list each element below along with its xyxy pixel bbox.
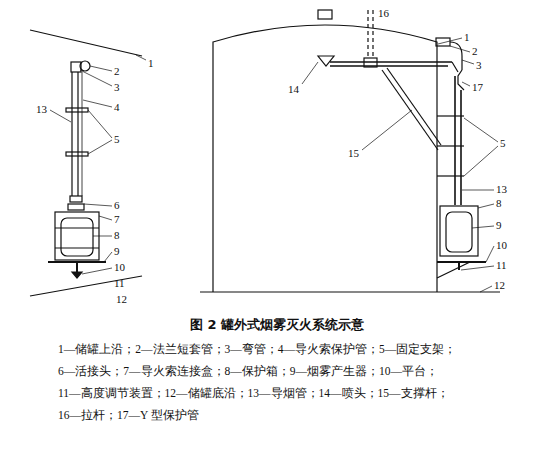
callout-number: 7 bbox=[114, 214, 120, 225]
callout-number: 16 bbox=[378, 8, 389, 19]
nozzle bbox=[318, 56, 334, 66]
callout-number: 3 bbox=[114, 82, 120, 93]
callout-number: 8 bbox=[114, 230, 120, 241]
support-rod bbox=[382, 70, 438, 150]
callout-number: 2 bbox=[114, 66, 120, 77]
callout-number: 14 bbox=[288, 84, 299, 95]
callout-number: 4 bbox=[114, 102, 120, 113]
storage-tank bbox=[213, 25, 437, 292]
pull-rod bbox=[372, 10, 373, 58]
leader-lines bbox=[302, 38, 498, 292]
legend-text: 1—储罐上沿；2—法兰短套管；3—弯管；4—导火索保护管；5—固定支架； bbox=[58, 344, 456, 356]
tank-bottom-edge bbox=[200, 291, 500, 292]
callout-number: 15 bbox=[348, 148, 359, 159]
smoke-generator bbox=[446, 212, 472, 252]
callout-number: 11 bbox=[496, 260, 507, 271]
flange-sleeve bbox=[436, 38, 450, 46]
y-protection-pipe bbox=[452, 62, 464, 90]
fixed-bracket bbox=[66, 108, 88, 112]
height-adjust bbox=[458, 262, 460, 270]
platform bbox=[437, 261, 486, 263]
callout-number: 12 bbox=[494, 280, 505, 291]
smoke-pipe bbox=[454, 76, 456, 205]
callout-number: 1 bbox=[148, 58, 154, 69]
callout-number: 11 bbox=[114, 278, 125, 289]
smoke-pipe bbox=[330, 65, 448, 67]
fixed-bracket bbox=[66, 152, 88, 156]
height-adjust bbox=[76, 262, 78, 272]
roof-fitting bbox=[318, 10, 332, 19]
pull-rod-clamp bbox=[364, 58, 377, 67]
callout-number: 9 bbox=[496, 220, 502, 231]
smoke-pipe bbox=[77, 72, 78, 196]
protective-box bbox=[55, 212, 99, 260]
height-adjust bbox=[72, 272, 82, 278]
legend-text: 16—拉杆；17—Y 型保护管 bbox=[58, 410, 199, 422]
elbow bbox=[71, 62, 81, 72]
callout-number: 5 bbox=[114, 134, 120, 145]
union-joint bbox=[70, 196, 82, 202]
protective-box bbox=[440, 206, 478, 256]
legend-text: 6—活接头；7—导火索连接盒；8—保护箱；9—烟雾产生器；10—平台； bbox=[58, 366, 438, 378]
callout-number: 10 bbox=[114, 262, 125, 273]
pull-rod bbox=[367, 10, 368, 58]
figure-caption: 图 2 罐外式烟雾灭火系统示意 bbox=[190, 318, 364, 331]
callout-number: 12 bbox=[116, 294, 127, 305]
box-band bbox=[55, 227, 99, 228]
callout-number: 5 bbox=[500, 138, 506, 149]
support-rod bbox=[387, 68, 441, 145]
fixed-bracket bbox=[437, 145, 464, 146]
callout-number: 1 bbox=[464, 32, 470, 43]
smoke-pipe bbox=[330, 61, 452, 63]
callout-number: 17 bbox=[472, 82, 483, 93]
callout-number: 2 bbox=[472, 46, 478, 57]
platform-brace bbox=[437, 262, 470, 278]
callout-number: 6 bbox=[114, 200, 120, 211]
tank-bottom-edge bbox=[30, 276, 142, 296]
callout-number: 9 bbox=[114, 246, 120, 257]
fixed-bracket bbox=[437, 115, 464, 116]
smoke-pipe bbox=[71, 72, 72, 196]
legend-text: 11—高度调节装置；12—储罐底沿；13—导烟管；14—喷头；15—支撑杆； bbox=[58, 388, 449, 400]
fixed-bracket bbox=[437, 175, 464, 176]
callout-number: 3 bbox=[476, 60, 482, 71]
tank-top-edge bbox=[30, 30, 142, 56]
callout-number: 8 bbox=[496, 198, 502, 209]
leader-lines bbox=[50, 55, 146, 274]
callout-number: 13 bbox=[496, 184, 507, 195]
callout-number: 13 bbox=[36, 104, 47, 115]
callout-number: 10 bbox=[496, 240, 507, 251]
smoke-pipe bbox=[460, 90, 462, 205]
box-band bbox=[55, 247, 99, 248]
fuse-protection-pipe bbox=[82, 72, 83, 196]
smoke-generator bbox=[61, 218, 93, 256]
fuse-connection-box bbox=[68, 204, 84, 210]
